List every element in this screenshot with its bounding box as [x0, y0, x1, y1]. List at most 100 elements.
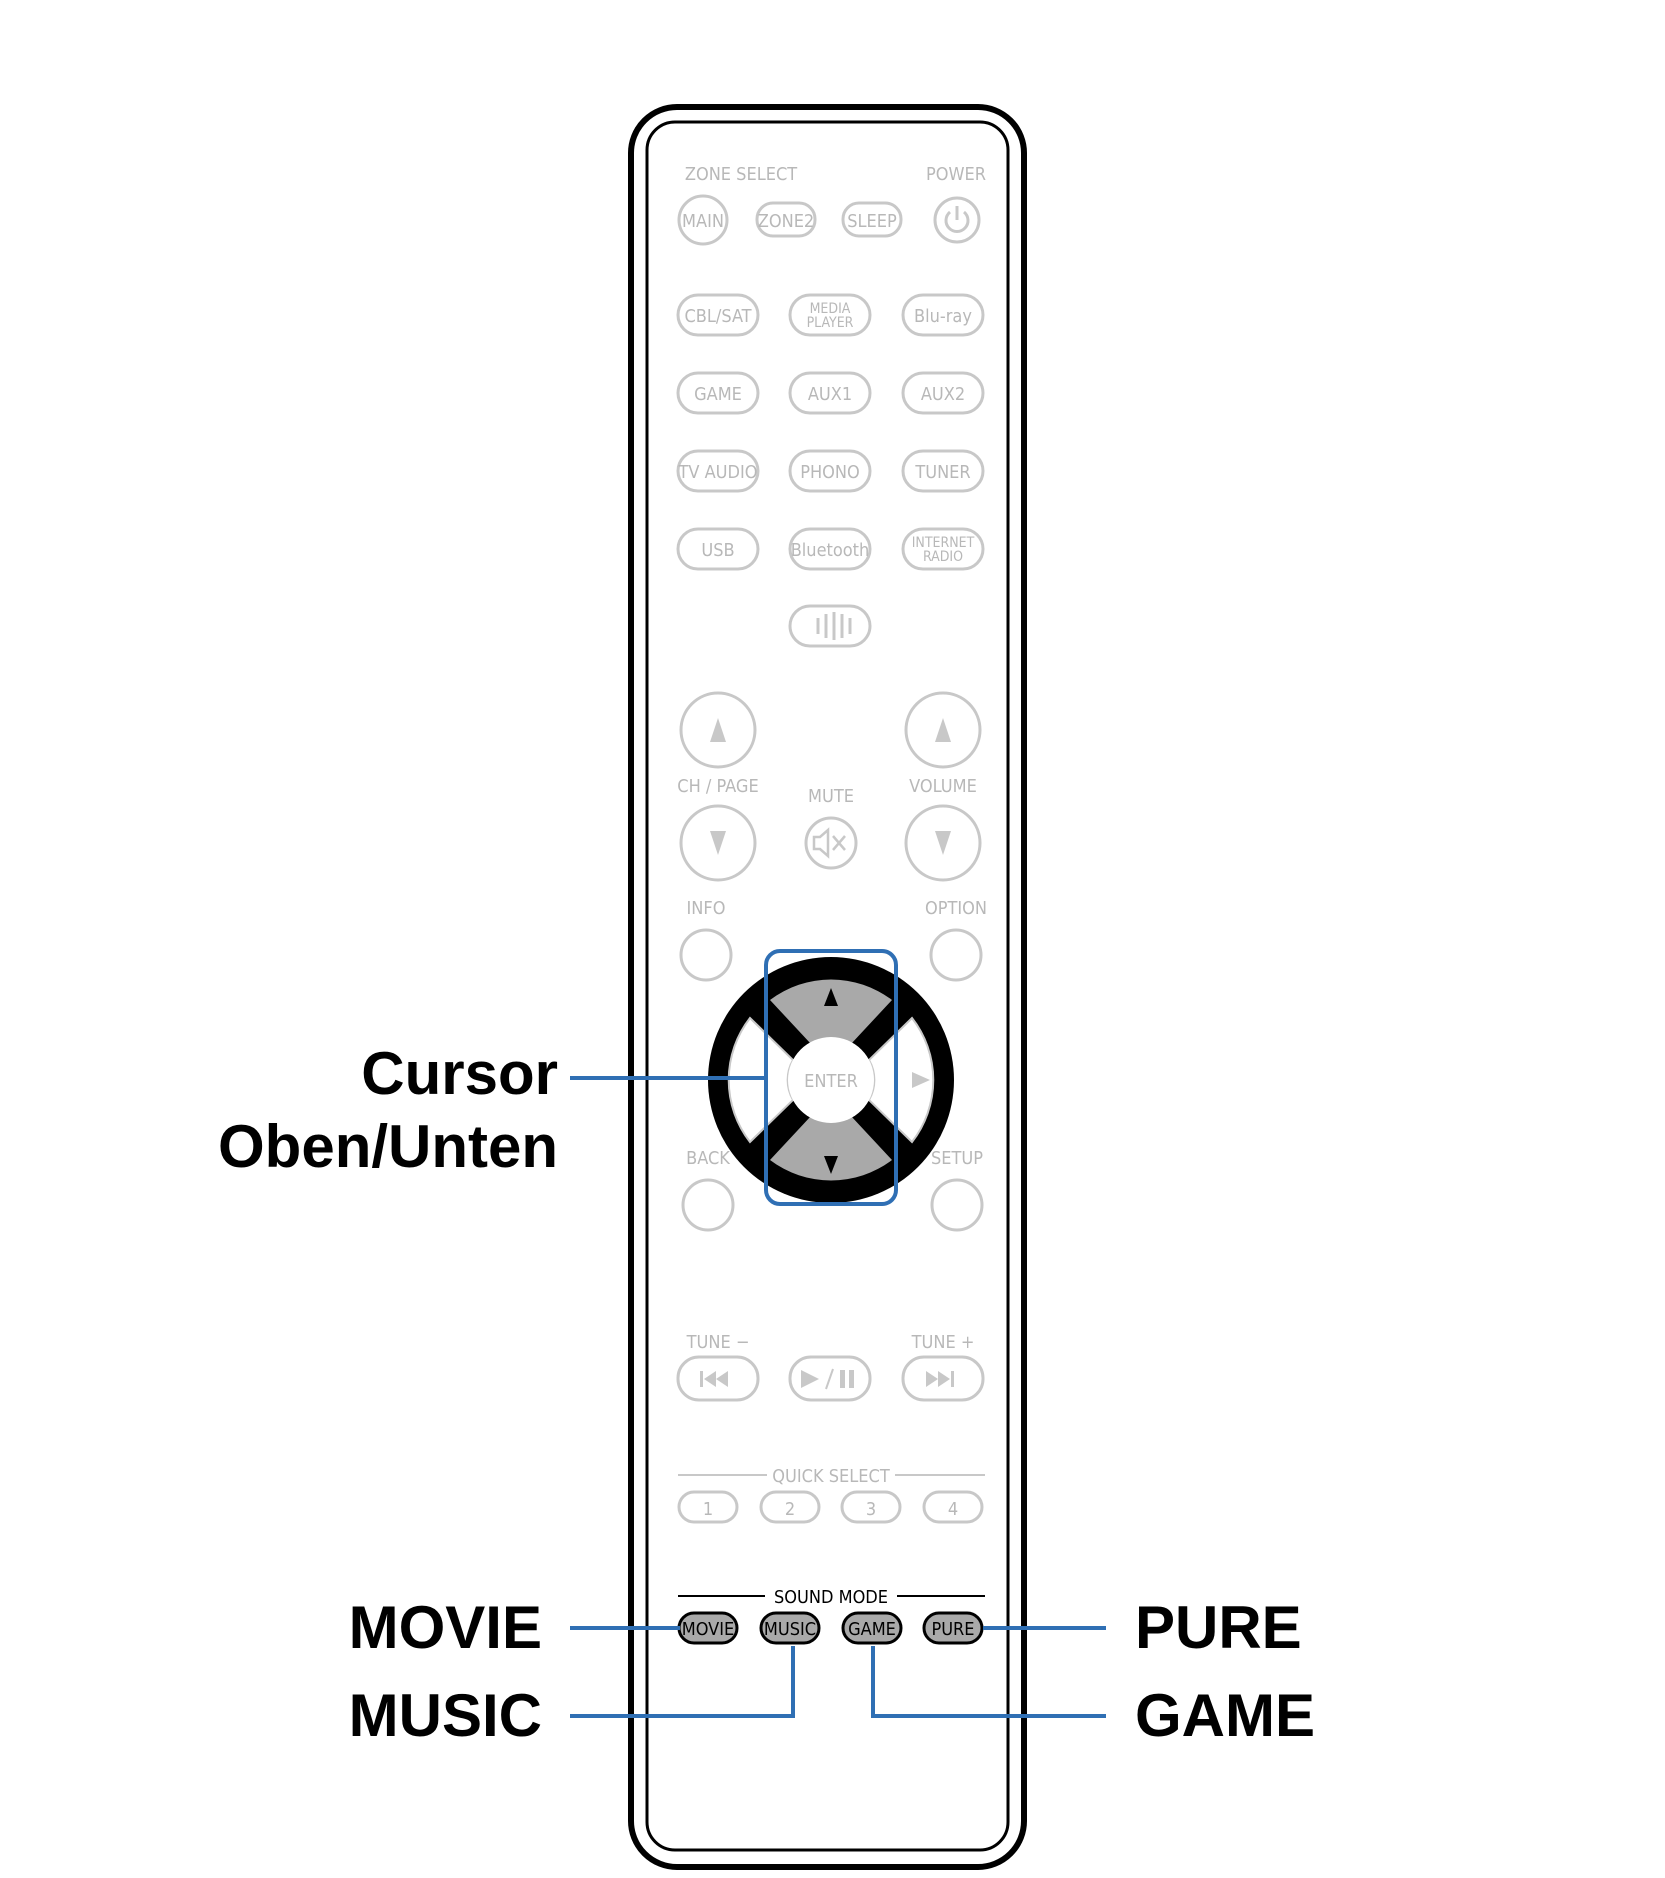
pure-callout: PURE: [1135, 1594, 1302, 1661]
callout-lines: [570, 1076, 1106, 1718]
source-button-tuner[interactable]: TUNER: [901, 449, 985, 493]
source-button-label: Blu-ray: [914, 306, 972, 327]
source-button-label: TUNER: [914, 462, 970, 483]
info-label: INFO: [687, 898, 726, 919]
ch-page-label: CH / PAGE: [677, 776, 758, 797]
sound-mode-label: SOUND MODE: [774, 1587, 888, 1608]
cursor-right-button[interactable]: [867, 1016, 935, 1144]
cursor-down-button[interactable]: [770, 1116, 892, 1181]
sound-mode-pure-button[interactable]: PURE: [922, 1611, 984, 1645]
quick-select-label-2: 2: [785, 1499, 795, 1520]
play-pause-icon: [801, 1368, 854, 1390]
setup-label: SETUP: [931, 1148, 983, 1169]
up-triangle-icon: [710, 718, 726, 742]
zone2-button-label: ZONE2: [758, 211, 814, 232]
volume-up-button[interactable]: [904, 691, 982, 769]
volume-down-button[interactable]: [904, 804, 982, 882]
sound-mode-label-music: MUSIC: [764, 1619, 816, 1640]
sound-mode-game-button[interactable]: GAME: [841, 1611, 903, 1645]
back-label: BACK: [686, 1148, 730, 1169]
cursor-up-button[interactable]: [770, 979, 892, 1044]
quick-select-label-3: 3: [866, 1499, 876, 1520]
source-button-game[interactable]: GAME: [676, 371, 760, 415]
cursor-callout-line2: Oben/Unten: [218, 1113, 558, 1180]
cursor-pad: ENTER: [708, 957, 954, 1203]
quick-select-label-4: 4: [948, 1499, 958, 1520]
quick-select-button-2[interactable]: 2: [759, 1490, 821, 1524]
mute-button[interactable]: [804, 816, 858, 870]
quick-select-button-3[interactable]: 3: [840, 1490, 902, 1524]
skip-back-icon: [700, 1371, 728, 1387]
source-button-phono[interactable]: PHONO: [788, 449, 872, 493]
next-button[interactable]: [901, 1355, 985, 1402]
setup-button[interactable]: [930, 1178, 984, 1232]
source-button-label: GAME: [694, 384, 742, 405]
previous-button[interactable]: [676, 1355, 760, 1402]
back-button[interactable]: [681, 1178, 735, 1232]
source-button-blu-ray[interactable]: Blu-ray: [901, 293, 985, 337]
source-button-tv-audio[interactable]: TV AUDIO: [676, 449, 760, 493]
power-button[interactable]: [933, 196, 981, 244]
sound-mode-label-game: GAME: [848, 1619, 896, 1640]
power-label: POWER: [926, 164, 986, 185]
source-button-label: RADIO: [923, 549, 963, 565]
game-callout: GAME: [1135, 1682, 1315, 1749]
sound-mode-label-pure: PURE: [931, 1619, 974, 1640]
main-button[interactable]: MAIN: [677, 194, 729, 246]
source-button-label: MEDIA: [810, 301, 851, 317]
remote-inner-body: [645, 120, 1010, 1852]
quick-select-label-1: 1: [703, 1499, 713, 1520]
source-button-label: INTERNET: [912, 535, 975, 551]
sound-mode-music-button[interactable]: MUSIC: [759, 1611, 821, 1645]
enter-button[interactable]: [788, 1037, 874, 1123]
quick-select-button-1[interactable]: 1: [677, 1490, 739, 1524]
music-callout: MUSIC: [349, 1682, 542, 1749]
ch-page-up-button[interactable]: [679, 691, 757, 769]
zone2-button[interactable]: ZONE2: [755, 201, 817, 238]
source-button-label: PLAYER: [807, 315, 854, 331]
cursor-callout-line1: Cursor: [361, 1040, 558, 1107]
up-arrow-icon: [824, 988, 838, 1006]
down-triangle-icon: [935, 831, 951, 855]
quick-select-label: QUICK SELECT: [772, 1466, 890, 1487]
source-button-label: AUX2: [921, 384, 965, 405]
mute-icon: [812, 827, 846, 859]
tune-minus-label: TUNE −: [686, 1332, 750, 1353]
sound-mode-movie-button[interactable]: MOVIE: [677, 1611, 739, 1645]
power-icon: [944, 206, 970, 233]
tune-plus-label: TUNE +: [911, 1332, 975, 1353]
surround-mode-button[interactable]: [788, 604, 872, 648]
enter-label: ENTER: [804, 1071, 858, 1092]
source-button-label: USB: [701, 540, 734, 561]
source-button-aux2[interactable]: AUX2: [901, 371, 985, 415]
source-button-usb[interactable]: USB: [676, 527, 760, 571]
right-arrow-icon: [912, 1072, 930, 1088]
quick-select-button-4[interactable]: 4: [922, 1490, 984, 1524]
source-button-aux1[interactable]: AUX1: [788, 371, 872, 415]
up-triangle-icon: [935, 718, 951, 742]
down-arrow-icon: [824, 1156, 838, 1174]
source-button-label: CBL/SAT: [684, 306, 751, 327]
option-label: OPTION: [925, 898, 987, 919]
surround-icon: [816, 612, 852, 640]
ch-page-down-button[interactable]: [679, 804, 757, 882]
source-button-cbl-sat[interactable]: CBL/SAT: [676, 293, 760, 337]
info-button[interactable]: [679, 928, 733, 982]
volume-label: VOLUME: [909, 776, 977, 797]
source-button-label: Bluetooth: [791, 540, 870, 561]
option-button[interactable]: [929, 928, 983, 982]
main-button-label: MAIN: [682, 211, 724, 232]
source-button-bluetooth[interactable]: Bluetooth: [788, 527, 872, 571]
quick-select-buttons: 1 2 3 4: [677, 1490, 984, 1524]
sleep-button[interactable]: SLEEP: [841, 201, 903, 238]
down-triangle-icon: [710, 831, 726, 855]
mute-label: MUTE: [808, 786, 854, 807]
source-button-label: AUX1: [808, 384, 852, 405]
play-pause-button[interactable]: [788, 1355, 872, 1402]
source-button-label: PHONO: [800, 462, 860, 483]
movie-callout: MOVIE: [349, 1594, 542, 1661]
